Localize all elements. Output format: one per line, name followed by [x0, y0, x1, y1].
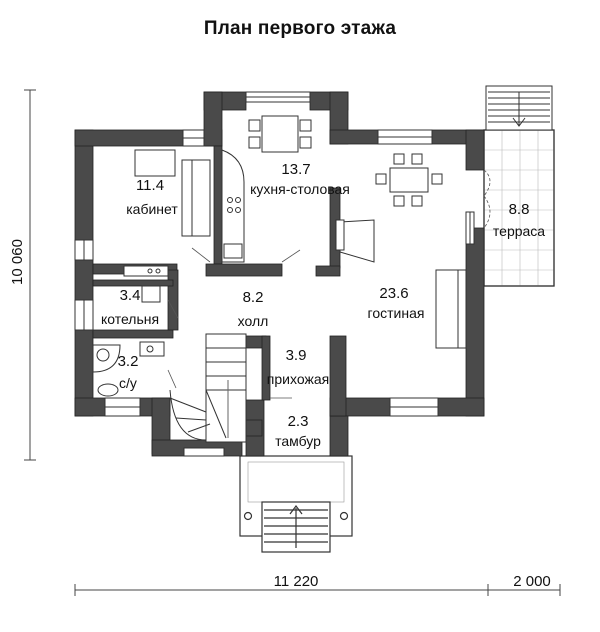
room-area-cabinet: 11.4 [136, 177, 164, 194]
room-name-living: гостиная [368, 305, 425, 321]
door-swings [167, 247, 301, 399]
room-area-kitchen: 13.7 [281, 161, 310, 178]
room-name-cabinet: кабинет [126, 201, 178, 217]
room-area-hall: 8.2 [243, 289, 264, 306]
plan-title: План первого этажа [203, 18, 397, 39]
room-area-bath: 3.2 [118, 353, 139, 370]
kitchen-counter [221, 149, 245, 263]
living-table [389, 167, 429, 193]
dim-height: 10 060 [9, 239, 26, 285]
room-area-entry: 3.9 [286, 347, 307, 364]
main-stair [169, 333, 247, 443]
room-name-tambour: тамбур [275, 433, 321, 449]
room-area-terrace: 8.8 [509, 201, 530, 218]
room-name-terrace: терраса [493, 223, 545, 239]
room-name-boiler: котельня [101, 311, 159, 327]
room-name-bath: с/у [119, 375, 137, 391]
dim-width: 11 220 [274, 573, 319, 590]
terrace-door [483, 169, 491, 229]
room-area-living: 23.6 [379, 285, 408, 302]
room-labels: 11.4 кабинет 13.7 кухня-столовая 8.8 тер… [101, 161, 545, 449]
walls [74, 91, 485, 457]
windows [74, 91, 475, 457]
front-porch [239, 455, 353, 553]
desk [134, 149, 176, 177]
toilet [97, 383, 119, 397]
terrace-stairs [485, 85, 553, 131]
room-area-tambour: 2.3 [288, 413, 309, 430]
room-area-boiler: 3.4 [120, 287, 141, 304]
dimension-lines [24, 89, 561, 596]
kitchen-table [261, 115, 299, 153]
dim-terrace-width: 2 000 [513, 573, 551, 590]
room-name-kitchen: кухня-столовая [250, 181, 350, 197]
furniture [92, 115, 467, 397]
fireplace [339, 219, 375, 263]
room-name-entry: прихожая [267, 371, 329, 387]
room-name-hall: холл [238, 313, 269, 329]
